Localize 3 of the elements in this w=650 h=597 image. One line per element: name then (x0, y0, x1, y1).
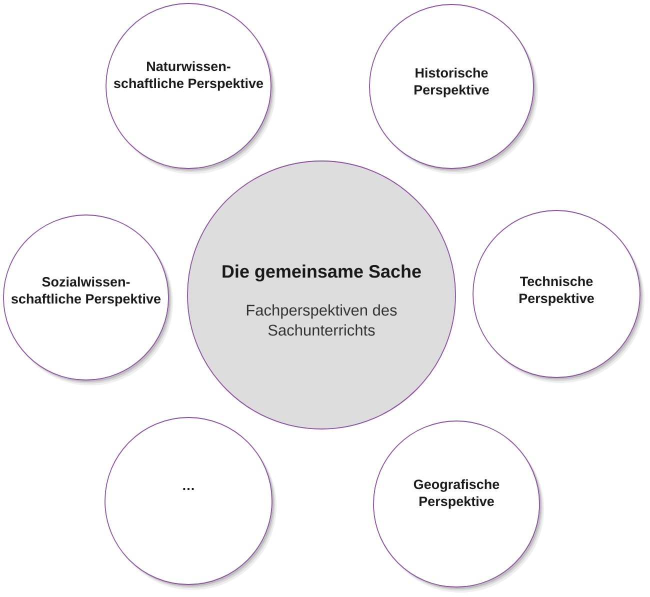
center-circle (187, 160, 456, 430)
circle-subtitle: Fachperspektiven des Sachunterrichts (246, 304, 397, 336)
circle-title: Die gemeinsame Sache (222, 264, 421, 282)
